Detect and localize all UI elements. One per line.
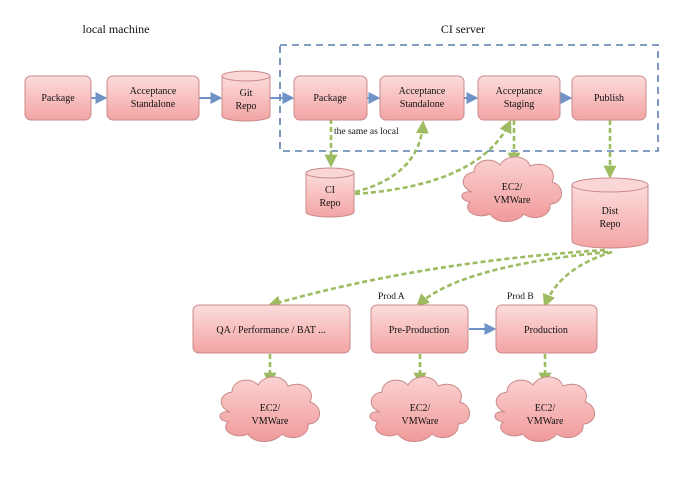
pre-production-label: Pre-Production [389,325,450,336]
ci-repo-label-line2: Repo [319,198,340,209]
pre-production-box: Pre-Production [370,304,469,354]
dist-repo-cylinder: Dist Repo [571,177,649,249]
local-machine-title: local machine [83,22,150,36]
ci-staging-cloud: EC2/ VMWare [461,156,562,222]
git-repo-label-line1: Git [240,88,253,99]
production-cloud: EC2/ VMWare [494,376,595,442]
ci-acceptance-standalone-box: Acceptance Standalone [379,75,465,121]
production-cloud-label-line2: VMWare [527,416,565,427]
pre-production-cloud-label-line2: VMWare [402,416,440,427]
ci-server-title: CI server [441,22,485,36]
production-label: Production [524,325,568,336]
ci-repo-cylinder: CI Repo [305,167,355,218]
prod-a-label: Prod A [378,292,405,302]
qa-cloud-label-line2: VMWare [252,416,290,427]
ci-cloud-label-line1: EC2/ [502,182,523,193]
ci-package-box: Package [293,75,368,121]
ci-cloud-label-line2: VMWare [494,195,532,206]
pre-production-cloud-label-line1: EC2/ [410,403,431,414]
local-package-label: Package [41,93,75,104]
local-acceptance-standalone-box: Acceptance Standalone [106,75,200,121]
production-cloud-label-line1: EC2/ [535,403,556,414]
ci-repo-label-line1: CI [325,185,335,196]
git-repo-label-line2: Repo [235,101,256,112]
same-as-local-note: the same as local [334,127,399,137]
ci-publish-box: Publish [571,75,647,121]
ci-acceptance-staging-box: Acceptance Staging [477,75,561,121]
pre-production-cloud: EC2/ VMWare [369,376,470,442]
qa-cloud: EC2/ VMWare [219,376,320,442]
ci-acceptance-staging-line1: Acceptance [496,86,543,97]
qa-label: QA / Performance / BAT ... [216,325,325,336]
dist-repo-label-line1: Dist [602,206,619,217]
local-package-box: Package [24,75,92,121]
prod-b-label: Prod B [507,292,534,302]
production-box: Production [495,304,598,354]
dist-repo-label-line2: Repo [599,219,620,230]
ci-acceptance-standalone-line1: Acceptance [399,86,446,97]
local-flow-arrows [91,92,573,335]
ci-package-label: Package [313,93,347,104]
qa-cloud-label-line1: EC2/ [260,403,281,414]
local-acceptance-label-line1: Acceptance [130,86,177,97]
ci-acceptance-staging-line2: Staging [504,99,535,110]
git-repo-cylinder: Git Repo [221,70,271,122]
ci-publish-label: Publish [594,93,624,104]
qa-performance-bat-box: QA / Performance / BAT ... [192,304,351,354]
ci-acceptance-standalone-line2: Standalone [400,99,445,110]
local-acceptance-label-line2: Standalone [131,99,176,110]
